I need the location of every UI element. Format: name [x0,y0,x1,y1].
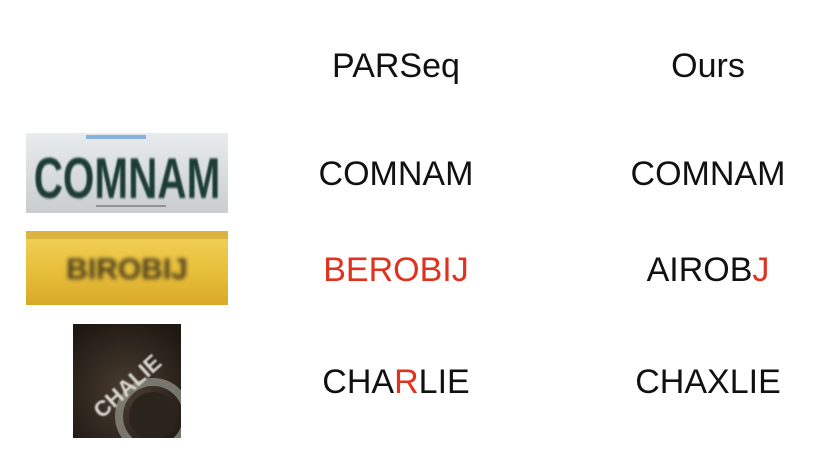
prediction-ours-row-1: COMNAM [588,152,824,196]
prediction-parseq-row-1: COMNAM [276,152,516,196]
error-characters: J [752,251,770,289]
prediction-parseq-row-3: CHARLIE [276,360,516,404]
correct-characters: LIE [418,363,470,401]
word-image-3: CHALIE [73,324,181,438]
error-characters: BEROBIJ [323,251,469,289]
error-characters: R [394,363,419,401]
correct-characters: COMNAM [630,155,786,193]
prediction-ours-row-2: AIROBJ [588,248,824,292]
word-image-2-text: BIROBIJ [66,253,188,286]
word-image-1: COMNAM [26,133,228,213]
column-header-ours: Ours [671,47,745,85]
correct-characters: COMNAM [318,155,474,193]
word-image-1-text: COMNAM [34,146,221,211]
column-header-parseq: PARSeq [332,47,460,85]
prediction-parseq-row-2: BEROBIJ [276,248,516,292]
word-image-2: BIROBIJ [26,231,228,305]
correct-characters: AIROB [646,251,753,289]
prediction-ours-row-3: CHAXLIE [588,360,824,404]
correct-characters: CHA [322,363,395,401]
correct-characters: CHAXLIE [635,363,781,401]
